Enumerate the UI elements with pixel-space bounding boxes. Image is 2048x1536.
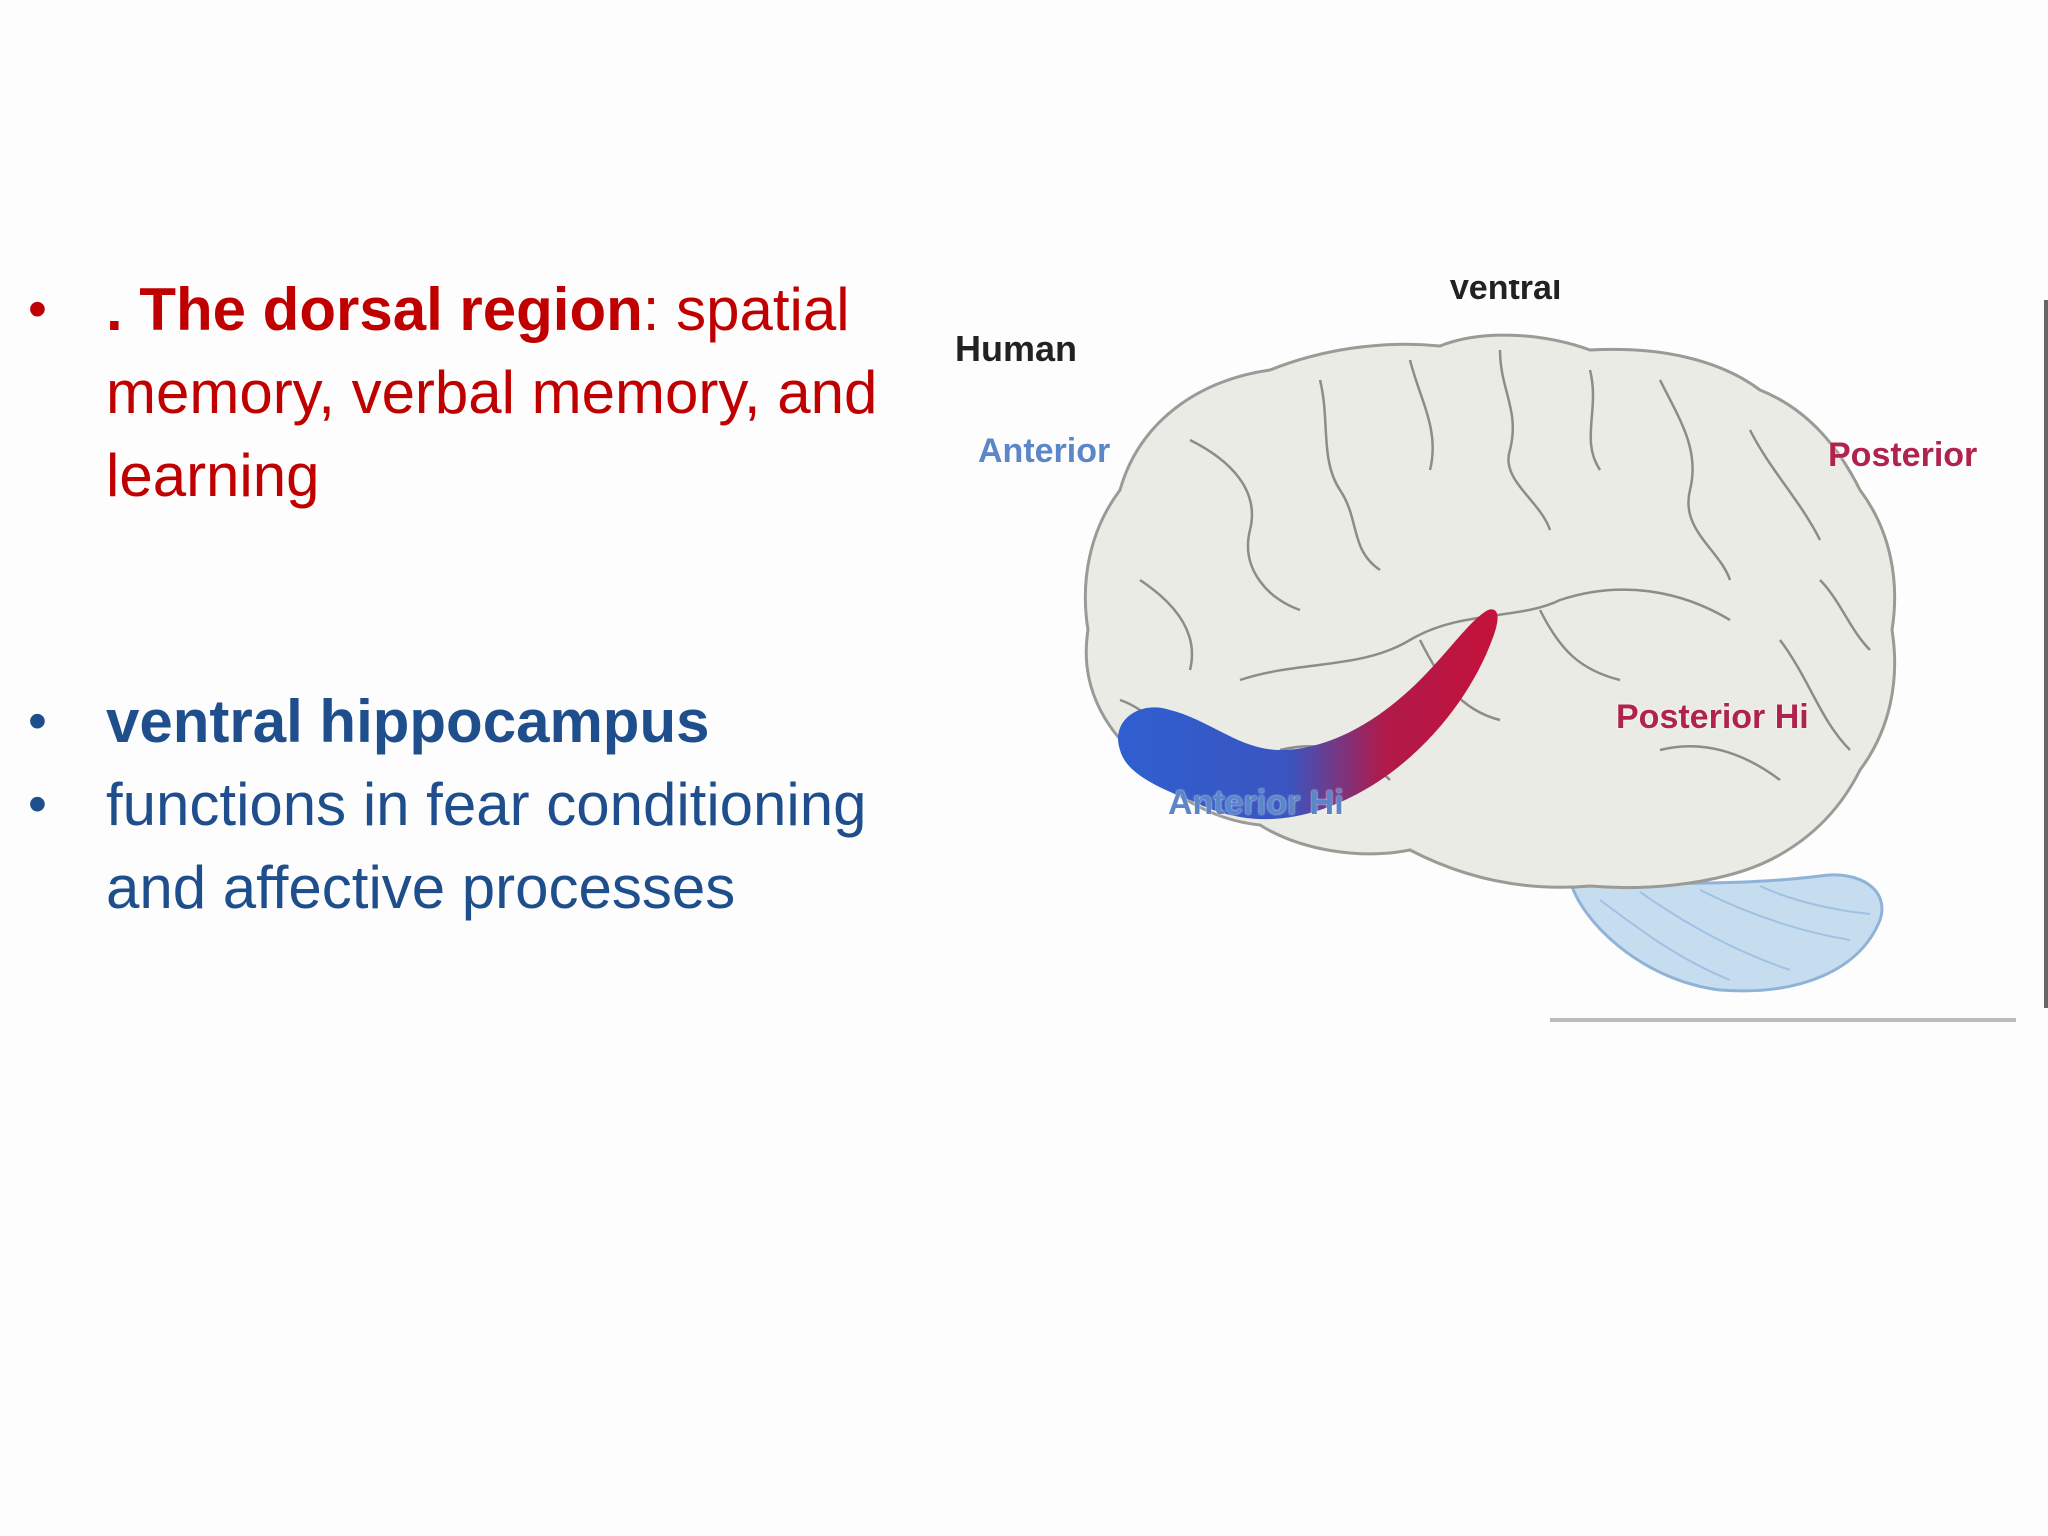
posterior-hippocampus-label: Posterior Hi <box>1616 698 1809 736</box>
brain-illustration <box>1083 333 1897 993</box>
hippocampus-shape <box>1118 609 1498 820</box>
bullet-dot: • <box>28 774 47 834</box>
posterior-label: Posterior <box>1828 436 1978 474</box>
bullet-dot: • <box>28 279 47 339</box>
ventral-bullet-list: • ventral hippocampus • functions in fea… <box>28 680 968 929</box>
dorsal-region-heading: . The dorsal region <box>106 276 643 343</box>
ventral-bullet: • ventral hippocampus <box>28 680 968 763</box>
anterior-label: Anterior <box>978 432 1111 470</box>
dorsal-bullet-list: • . The dorsal region: spatial memory, v… <box>28 268 968 517</box>
cut-off-ventral-label: Ventral <box>1448 280 1562 307</box>
cerebellum-shape <box>1568 873 1884 993</box>
figure-right-border <box>2044 300 2048 1008</box>
dorsal-region-description: : spatial memory, verbal memory, and lea… <box>106 276 878 509</box>
ventral-function-text: functions in fear conditioning and affec… <box>106 771 867 921</box>
anterior-hippocampus-label: Anterior Hi <box>1168 784 1344 822</box>
bullet-dot: • <box>28 691 47 751</box>
cerebellum-folds <box>1599 885 1871 981</box>
brain-figure: Ventral Human Anterior Posterior Posteri… <box>940 280 2048 1040</box>
ventral-hippocampus-heading: ventral hippocampus <box>106 688 710 755</box>
species-label: Human <box>955 328 1078 369</box>
ventral-function-bullet: • functions in fear conditioning and aff… <box>28 763 968 929</box>
figure-bottom-rule <box>1550 1018 2016 1022</box>
dorsal-bullet: • . The dorsal region: spatial memory, v… <box>28 268 968 517</box>
